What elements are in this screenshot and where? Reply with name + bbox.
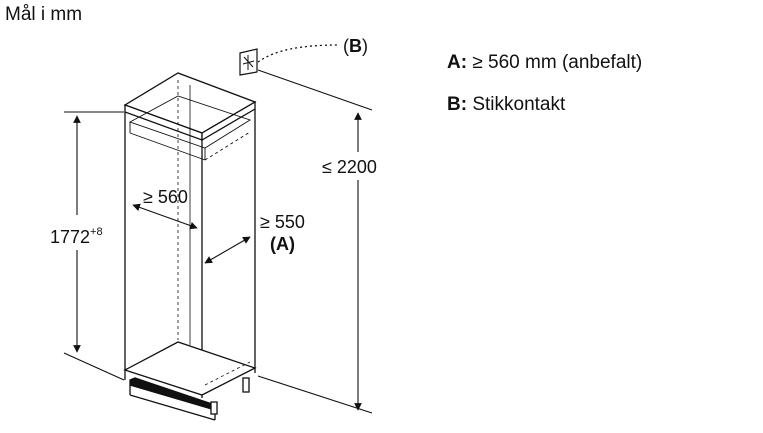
legend-text-b: Stikkontakt [472, 94, 566, 115]
niche-height-label: 1772+8 [50, 226, 103, 247]
niche-width-label: ≥ 560 [143, 187, 188, 207]
units-title: Mål i mm [5, 4, 83, 25]
legend-text-a: ≥ 560 mm (anbefalt) [472, 52, 643, 73]
legend-key-b: B: [447, 94, 468, 115]
niche-height-dimension [63, 111, 125, 381]
total-height-dimension [257, 69, 373, 414]
legend-item-b: B: Stikkontakt [447, 94, 565, 116]
socket-leader-line [257, 44, 341, 63]
niche-width-arrow [132, 203, 198, 230]
socket-label: (B) [343, 36, 368, 56]
niche-depth-label: ≥ 550 [260, 212, 305, 232]
total-height-label: ≤ 2200 [322, 157, 377, 177]
wall-socket-icon [239, 48, 258, 76]
niche-depth-key: (A) [270, 234, 295, 254]
legend-item-a: A: ≥ 560 mm (anbefalt) [447, 52, 642, 74]
legend-key-a: A: [447, 52, 468, 73]
cabinet-niche [123, 72, 257, 421]
niche-depth-arrow [204, 236, 251, 264]
